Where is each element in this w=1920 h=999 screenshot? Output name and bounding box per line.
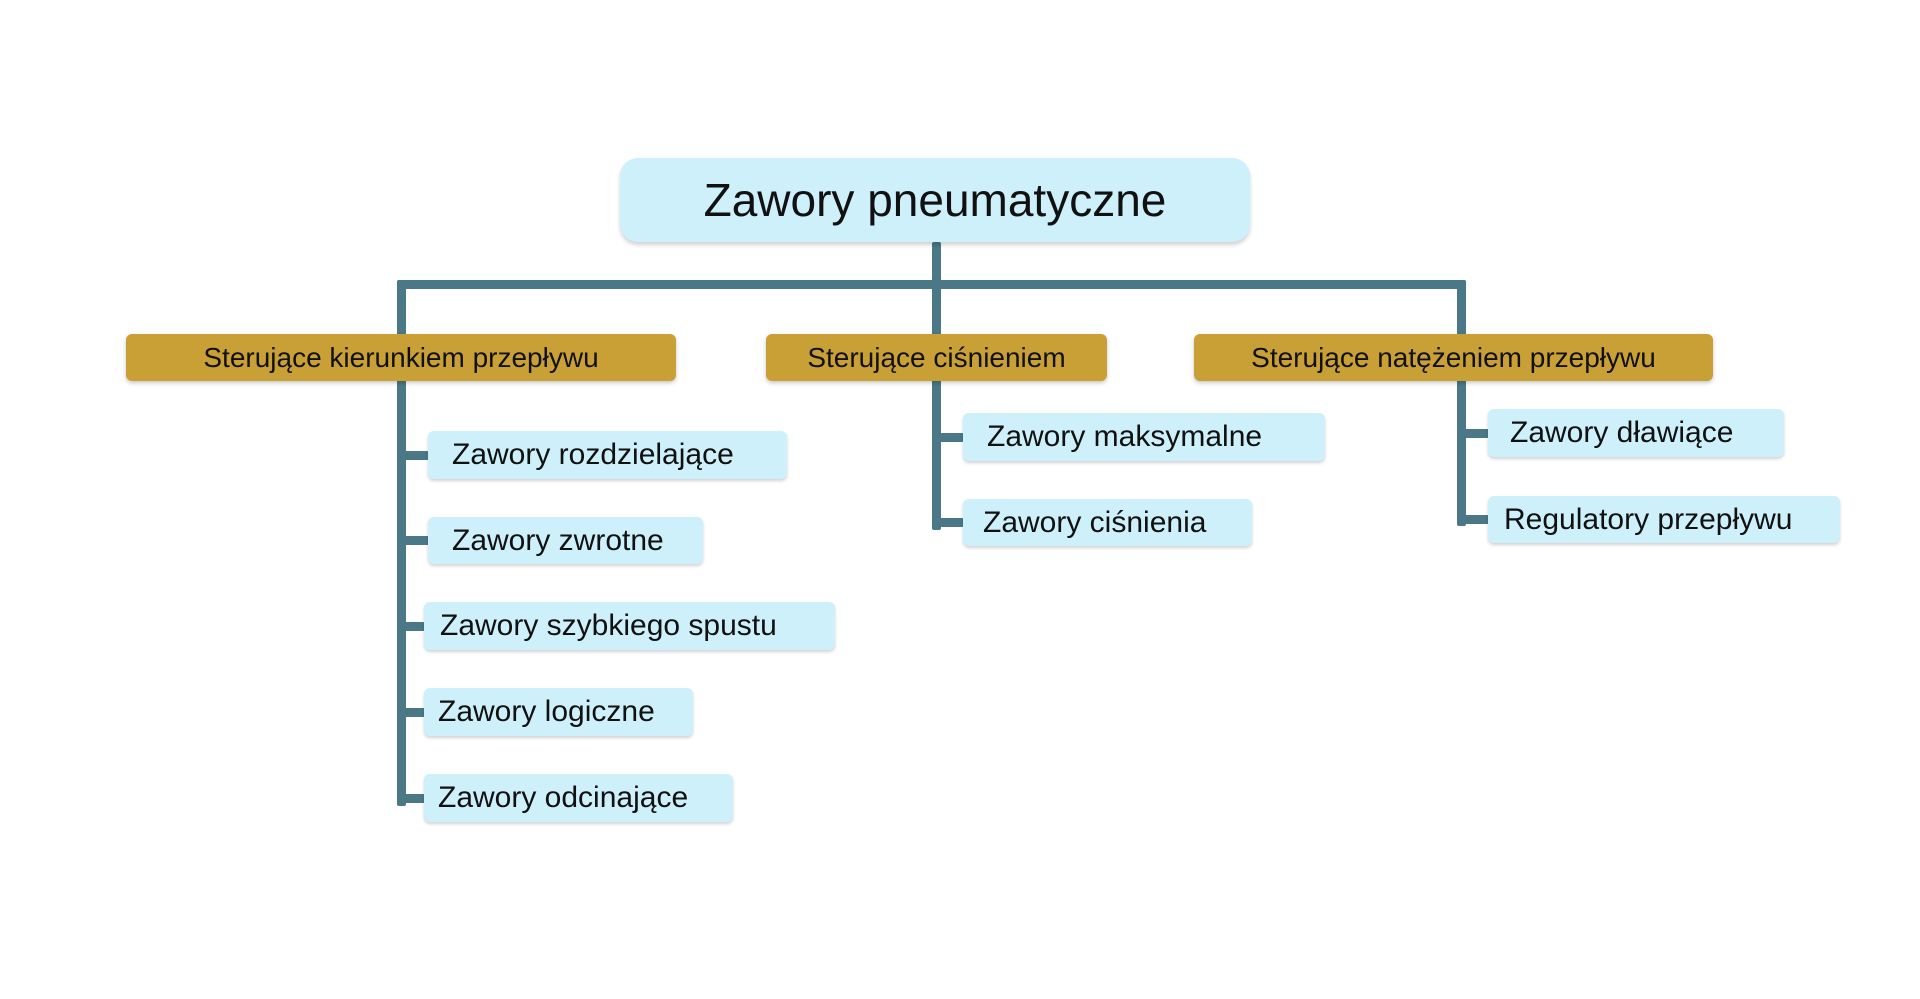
leaf-node: Zawory zwrotne: [428, 517, 703, 564]
connector-stub: [932, 433, 964, 442]
category-label: Sterujące kierunkiem przepływu: [203, 341, 599, 373]
leaf-node: Zawory dławiące: [1488, 409, 1784, 457]
category-label: Sterujące ciśnieniem: [807, 341, 1066, 373]
connector-stub: [1457, 515, 1489, 524]
leaf-label: Zawory dławiące: [1510, 416, 1734, 449]
connector-root-down: [932, 242, 941, 286]
category-node-direction: Sterujące kierunkiem przepływu: [126, 334, 676, 381]
root-node: Zawory pneumatyczne: [620, 158, 1250, 242]
root-node-label: Zawory pneumatyczne: [703, 174, 1167, 226]
leaf-node: Zawory maksymalne: [963, 413, 1325, 461]
leaf-label: Zawory odcinające: [438, 781, 689, 814]
connector-stub: [397, 708, 425, 717]
category-node-pressure: Sterujące ciśnieniem: [766, 334, 1107, 381]
leaf-label: Zawory rozdzielające: [452, 438, 734, 471]
leaf-node: Zawory szybkiego spustu: [424, 602, 835, 650]
connector-horizontal-bus: [397, 280, 1466, 289]
leaf-node: Zawory rozdzielające: [428, 431, 787, 479]
connector-stub: [397, 794, 425, 803]
leaf-label: Zawory szybkiego spustu: [440, 609, 777, 642]
connector-middle-branch: [932, 280, 941, 530]
connector-stub: [1457, 429, 1489, 438]
connector-stub: [397, 451, 429, 460]
leaf-node: Regulatory przepływu: [1488, 496, 1840, 543]
leaf-node: Zawory ciśnienia: [963, 499, 1252, 546]
connector-stub: [397, 622, 425, 631]
leaf-label: Zawory ciśnienia: [983, 505, 1207, 539]
connector-stub: [932, 518, 964, 527]
category-label: Sterujące natężeniem przepływu: [1251, 341, 1656, 373]
connector-stub: [397, 536, 429, 545]
leaf-label: Regulatory przepływu: [1504, 502, 1793, 536]
connector-right-branch: [1457, 280, 1466, 526]
leaf-label: Zawory logiczne: [438, 695, 655, 728]
category-node-flow-rate: Sterujące natężeniem przepływu: [1194, 334, 1713, 381]
leaf-node: Zawory odcinające: [424, 774, 733, 822]
leaf-label: Zawory maksymalne: [987, 420, 1263, 453]
leaf-node: Zawory logiczne: [424, 688, 693, 736]
leaf-label: Zawory zwrotne: [452, 523, 664, 557]
